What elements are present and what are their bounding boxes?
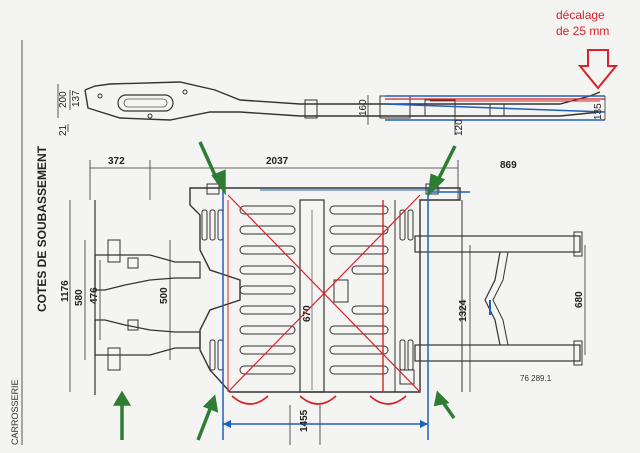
- plan-view: 372 2037 869 1176 580 476 500: [60, 156, 586, 445]
- blue-offset-line: [384, 103, 606, 113]
- green-arrow-icon: [435, 145, 457, 183]
- mount-point: [206, 183, 220, 195]
- side-crossmember: [304, 99, 318, 119]
- red-arch: [231, 395, 269, 405]
- dim-21: 21: [58, 124, 69, 136]
- side-view: 200 137 21 160 120 135: [57, 81, 606, 136]
- central-tunnel: [299, 199, 325, 393]
- rear-spring: [484, 251, 501, 346]
- tunnel-plate: [333, 279, 349, 303]
- front-mount: [107, 347, 121, 371]
- green-arrow-icon: [196, 403, 214, 441]
- dim-580: 580: [74, 289, 85, 306]
- floor-pan: [189, 187, 461, 393]
- cotes-label: COTES DE SOUBASSEMENT: [35, 145, 49, 312]
- dim-680: 680: [574, 291, 585, 308]
- front-mount: [107, 239, 121, 263]
- side-crossmember: [489, 103, 505, 117]
- dim-137: 137: [71, 90, 82, 107]
- blue-arrowhead-icon: [420, 420, 428, 428]
- carrosserie-label: CARROSSERIE: [10, 379, 20, 445]
- rear-spring: [492, 251, 509, 346]
- annotation-line1: décalage: [556, 8, 605, 22]
- dim-1176: 1176: [60, 280, 71, 302]
- side-profile-top: [84, 81, 601, 105]
- side-hole: [97, 93, 103, 99]
- side-hole: [182, 89, 188, 95]
- green-arrowhead-icon: [202, 394, 219, 413]
- red-arch: [369, 395, 407, 405]
- rear-hub: [573, 340, 583, 366]
- front-bolt: [127, 257, 139, 269]
- green-arrowhead-icon: [112, 390, 132, 406]
- red-diagonal: [227, 194, 421, 393]
- side-oval: [117, 94, 174, 112]
- dim-2037: 2037: [266, 156, 289, 167]
- dim-160: 160: [358, 99, 369, 116]
- front-bolt: [127, 319, 139, 331]
- red-down-arrow-icon: [577, 49, 619, 90]
- side-oval-inner: [123, 98, 168, 108]
- dim-869: 869: [500, 160, 517, 171]
- green-arrows: [112, 141, 457, 441]
- green-arrowhead-icon: [211, 169, 226, 196]
- annotation-line2: de 25 mm: [556, 24, 609, 38]
- green-arrowhead-icon: [427, 173, 446, 197]
- front-arm-upper: [94, 254, 201, 291]
- side-hole: [147, 113, 153, 119]
- red-arch: [299, 395, 337, 405]
- drawing-reference: 76 289.1: [520, 374, 552, 383]
- rear-arm-lower: [414, 344, 581, 362]
- dim-135: 135: [593, 103, 604, 120]
- side-crossmember: [424, 99, 456, 117]
- dim-200: 200: [58, 91, 69, 108]
- rear-arm-upper: [414, 235, 581, 253]
- floor-ribs-right: [329, 205, 389, 375]
- dim-1324: 1324: [458, 299, 469, 322]
- mount-point: [399, 369, 415, 385]
- front-arm-lower: [94, 319, 201, 356]
- dim-120: 120: [454, 119, 465, 136]
- green-arrowhead-icon: [433, 390, 450, 407]
- offset-annotation: décalage de 25 mm: [556, 8, 619, 90]
- blue-arrowhead-icon: [223, 420, 231, 428]
- side-profile-bottom: [84, 89, 601, 121]
- dim-670: 670: [302, 305, 313, 322]
- dim-372: 372: [108, 156, 125, 167]
- dim-500: 500: [159, 287, 170, 304]
- rear-hub: [573, 231, 583, 257]
- dim-1455: 1455: [299, 409, 310, 432]
- floor-ribs-left: [239, 205, 296, 375]
